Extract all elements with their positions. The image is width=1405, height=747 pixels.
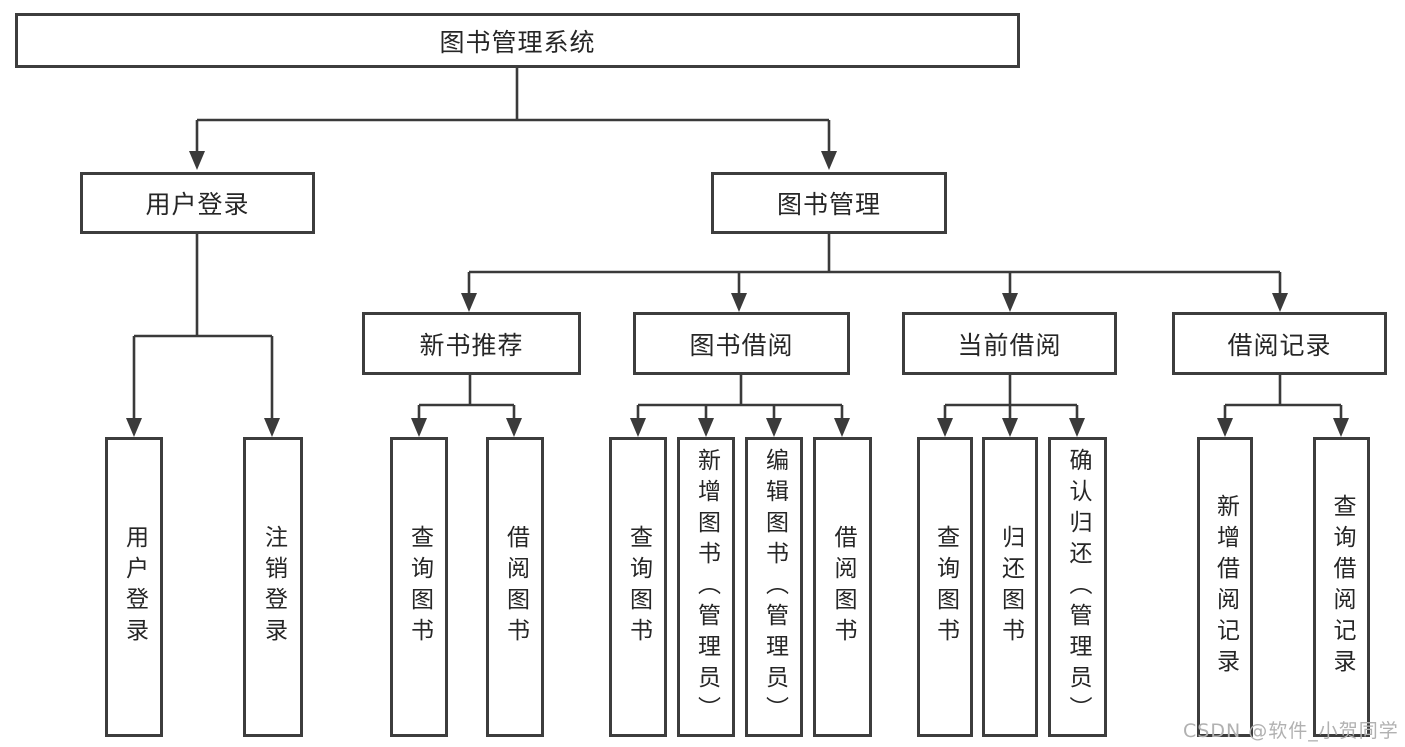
connector-book-borrow-split: [630, 375, 850, 437]
leaf-node-logout: 注销登录: [243, 437, 303, 737]
leaf-node-add-books-admin: 新增图书（管理员）: [677, 437, 735, 737]
branch-node-user-login: 用户登录: [80, 172, 315, 234]
root-node-library-system: 图书管理系统: [15, 13, 1020, 68]
connector-new-book-split: [411, 375, 522, 437]
leaf-node-query-books-recommend: 查询图书: [390, 437, 448, 737]
leaf-node-add-borrow-record: 新增借阅记录: [1197, 437, 1253, 737]
leaf-node-borrow-books-recommend: 借阅图书: [486, 437, 544, 737]
leaf-node-return-books: 归还图书: [982, 437, 1038, 737]
connector-user-login-split: [126, 234, 280, 437]
connector-book-management-split: [461, 234, 1288, 312]
leaf-node-borrow-books: 借阅图书: [813, 437, 872, 737]
group-node-new-book-recommend: 新书推荐: [362, 312, 581, 375]
group-node-book-borrowing: 图书借阅: [633, 312, 850, 375]
leaf-node-confirm-return-admin: 确认归还（管理员）: [1048, 437, 1107, 737]
group-node-current-borrowing: 当前借阅: [902, 312, 1117, 375]
leaf-node-query-borrow-record: 查询借阅记录: [1313, 437, 1370, 737]
connector-borrow-record-split: [1217, 375, 1349, 437]
leaf-node-query-books-current: 查询图书: [917, 437, 973, 737]
leaf-node-user-login: 用户登录: [105, 437, 163, 737]
leaf-node-edit-books-admin: 编辑图书（管理员）: [745, 437, 803, 737]
connector-current-borrow-split: [937, 375, 1085, 437]
branch-node-book-management: 图书管理: [711, 172, 947, 234]
csdn-watermark: CSDN @软件_小贺同学: [1183, 720, 1399, 742]
connector-root-split: [189, 68, 837, 170]
leaf-node-query-books-borrow: 查询图书: [609, 437, 667, 737]
group-node-borrowing-records: 借阅记录: [1172, 312, 1387, 375]
